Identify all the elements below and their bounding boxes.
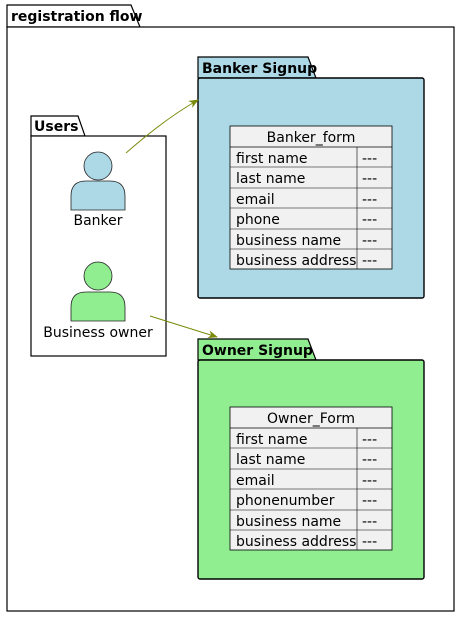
banker-form-value: ---: [362, 171, 377, 187]
owner-form-field: business name: [236, 514, 341, 530]
business-owner-actor[interactable]: Business owner: [43, 261, 153, 341]
banker-form-field: business address: [236, 253, 356, 269]
owner-form-field: phonenumber: [236, 493, 335, 509]
owner-form-value: ---: [362, 452, 377, 468]
owner-form-value: ---: [362, 432, 377, 448]
owner-form-field: last name: [236, 452, 305, 468]
banker-form-value: ---: [362, 151, 377, 167]
owner-form-value: ---: [362, 534, 377, 550]
banker-form-frame: [229, 125, 393, 270]
owner-form-value: ---: [362, 514, 377, 530]
owner-signup-package[interactable]: Owner Signup Owner_Form first name --- l…: [197, 338, 425, 580]
owner-form-title: Owner_Form: [267, 411, 355, 427]
banker-form-field: last name: [236, 171, 305, 187]
banker-form-value: ---: [362, 212, 377, 228]
banker-form-field: first name: [236, 151, 308, 167]
banker-form-value: ---: [362, 233, 377, 249]
banker-signup-package[interactable]: Banker Signup Banker_form first name ---…: [197, 56, 425, 299]
banker-form-field: business name: [236, 233, 341, 249]
owner-signup-title: Owner Signup: [202, 343, 313, 359]
owner-form-field: email: [236, 473, 275, 489]
banker-actor-head: [83, 151, 113, 181]
owner-form-table: Owner_Form first name --- last name --- …: [229, 406, 393, 551]
banker-actor-label: Banker: [73, 213, 122, 229]
business-owner-actor-label: Business owner: [43, 325, 153, 341]
banker-signup-title: Banker Signup: [202, 61, 317, 77]
banker-actor[interactable]: Banker: [70, 151, 126, 229]
owner-form-field: business address: [236, 534, 356, 550]
banker-form-value: ---: [362, 192, 377, 208]
banker-to-banker-signup-arrow: [125, 99, 199, 154]
owner-form-frame: [229, 406, 393, 551]
banker-form-table: Banker_form first name --- last name ---…: [229, 125, 393, 270]
users-title: Users: [34, 119, 78, 135]
banker-form-field: email: [236, 192, 275, 208]
banker-form-value: ---: [362, 253, 377, 269]
banker-actor-body: [70, 180, 126, 211]
business-owner-actor-body: [70, 291, 126, 322]
owner-to-owner-signup-arrow: [149, 315, 218, 339]
banker-form-field: phone: [236, 212, 280, 228]
owner-form-value: ---: [362, 493, 377, 509]
business-owner-actor-head: [83, 261, 113, 291]
banker-form-title: Banker_form: [267, 130, 356, 146]
users-package[interactable]: Users Banker Business owner: [30, 115, 167, 357]
owner-form-value: ---: [362, 473, 377, 489]
owner-form-field: first name: [236, 432, 308, 448]
registration-flow-title: registration flow: [11, 9, 143, 25]
